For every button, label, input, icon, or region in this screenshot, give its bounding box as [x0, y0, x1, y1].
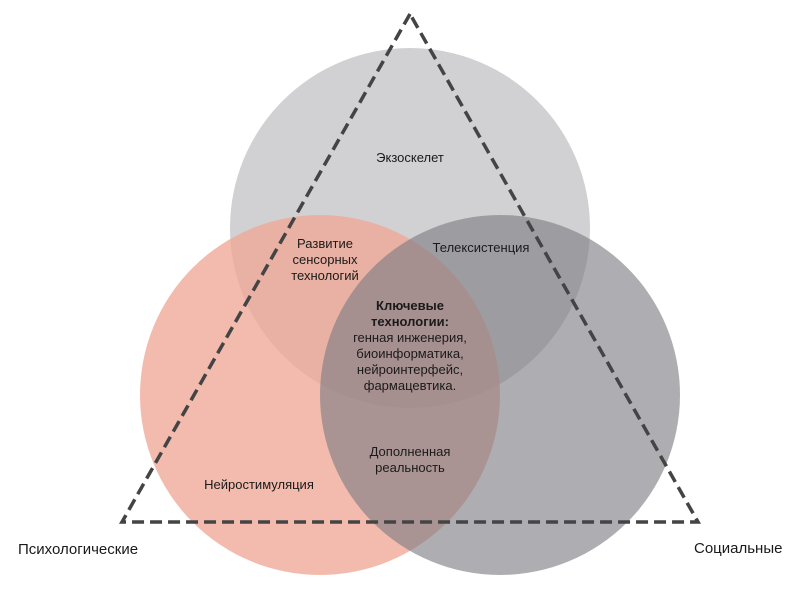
circle-right: [320, 215, 680, 575]
corner-label-psychological: Психологические: [18, 541, 139, 558]
label-sensory-tech: Развитие сенсорных технологий: [291, 236, 359, 283]
label-exoskeleton: Экзоскелет: [376, 150, 444, 165]
dashed-triangle: [118, 10, 702, 524]
label-augmented-reality: Дополненная реальность: [369, 444, 451, 475]
label-telexistence: Телексистенция: [432, 240, 530, 255]
label-neurostimulation: Нейростимуляция: [204, 477, 314, 492]
label-key-technologies: Ключевые технологии: генная инженерия, б…: [353, 298, 467, 393]
corner-label-social: Социальные: [694, 540, 783, 557]
